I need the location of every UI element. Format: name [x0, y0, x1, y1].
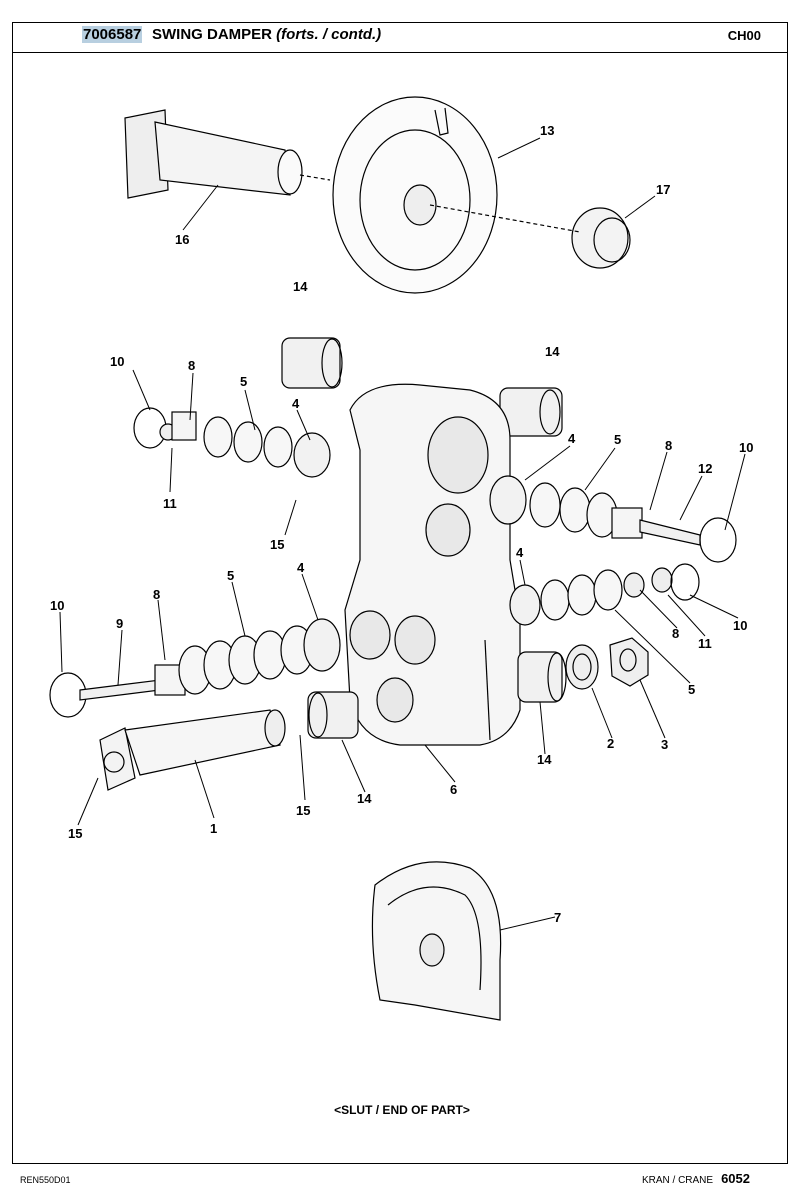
- end-of-part-note: <SLUT / END OF PART>: [334, 1103, 470, 1117]
- part-14-bushing-lower-right: [517, 651, 567, 703]
- callout-5-lower-right: 5: [688, 682, 695, 697]
- callout-11-upper-left: 11: [163, 496, 177, 511]
- part-number: 7006587: [82, 26, 143, 43]
- callout-7: 7: [554, 910, 561, 925]
- callout-8-upper-left: 8: [188, 358, 195, 373]
- callout-17: 17: [656, 182, 670, 197]
- callout-8-lower-right: 8: [672, 626, 679, 641]
- callout-14-lower-right: 14: [537, 752, 552, 767]
- washer-stack-right: [489, 475, 737, 563]
- part-1-shaft: [99, 709, 286, 791]
- callout-5-upper-left: 5: [240, 374, 247, 389]
- callout-4-upper-left: 4: [292, 396, 300, 411]
- header-bar: 7006587 SWING DAMPER (forts. / contd.) C…: [13, 23, 787, 53]
- callout-10-lower-left: 10: [50, 598, 64, 613]
- part-6-housing: [344, 383, 521, 746]
- callout-15-upper: 15: [270, 537, 284, 552]
- callout-13: 13: [540, 123, 554, 138]
- callout-5-upper-right: 5: [614, 432, 621, 447]
- callout-5-lower-left: 5: [227, 568, 234, 583]
- callout-6: 6: [450, 782, 457, 797]
- title-text: SWING DAMPER: [152, 26, 272, 43]
- part-2-ring: [565, 644, 599, 690]
- callout-4-lower-left: 4: [297, 560, 305, 575]
- callout-14-lower-left: 14: [357, 791, 372, 806]
- callout-3: 3: [661, 737, 668, 752]
- callout-14-upper-left: 14: [293, 279, 308, 294]
- callout-10-upper-left: 10: [110, 354, 124, 369]
- part-14-bushing-upper-left: [281, 337, 343, 389]
- callout-15-lower-left: 15: [68, 826, 82, 841]
- page-title: SWING DAMPER (forts. / contd.): [152, 26, 381, 43]
- callout-15-lower-middle: 15: [296, 803, 310, 818]
- washer-stack-lower-right: [509, 563, 700, 626]
- callout-labels: 16 13 17 14 14 10 8 5 4 11 15 4 5 8 10 1…: [50, 123, 753, 925]
- callout-9: 9: [116, 616, 123, 631]
- callout-11-lower-right: 11: [698, 636, 712, 651]
- callout-2: 2: [607, 736, 614, 751]
- part-3-nut: [609, 637, 649, 687]
- footer-section: KRAN / CRANE 6052: [642, 1171, 750, 1186]
- section-label: KRAN / CRANE: [641, 1175, 714, 1186]
- part-14-bushing-lower-left: [307, 691, 359, 739]
- section-code: CH00: [727, 28, 761, 43]
- callout-14-upper-right: 14: [545, 344, 560, 359]
- part-16-pin: [124, 109, 331, 199]
- callout-10-upper-right: 10: [739, 440, 753, 455]
- washer-stack-lower-left: [49, 618, 341, 718]
- page-number: 6052: [721, 1171, 750, 1186]
- callout-16: 16: [175, 232, 189, 247]
- part-7-end-plate: [371, 861, 502, 1021]
- callout-12: 12: [698, 461, 712, 476]
- callout-4-upper-right: 4: [568, 431, 576, 446]
- title-suffix: (forts. / contd.): [276, 26, 382, 43]
- page-frame: 7006587 SWING DAMPER (forts. / contd.) C…: [12, 22, 788, 1164]
- washer-stack-upper-left: [133, 407, 331, 478]
- callout-8-lower-left: 8: [153, 587, 160, 602]
- callout-10-lower-right: 10: [733, 618, 747, 633]
- document-id: REN550D01: [20, 1175, 71, 1185]
- callout-4-lower-right: 4: [516, 545, 524, 560]
- part-17-nut: [429, 204, 631, 269]
- callout-8-upper-right: 8: [665, 438, 672, 453]
- part-13-disc: [332, 96, 498, 294]
- callout-1: 1: [210, 821, 217, 836]
- leader-lines: [59, 137, 746, 931]
